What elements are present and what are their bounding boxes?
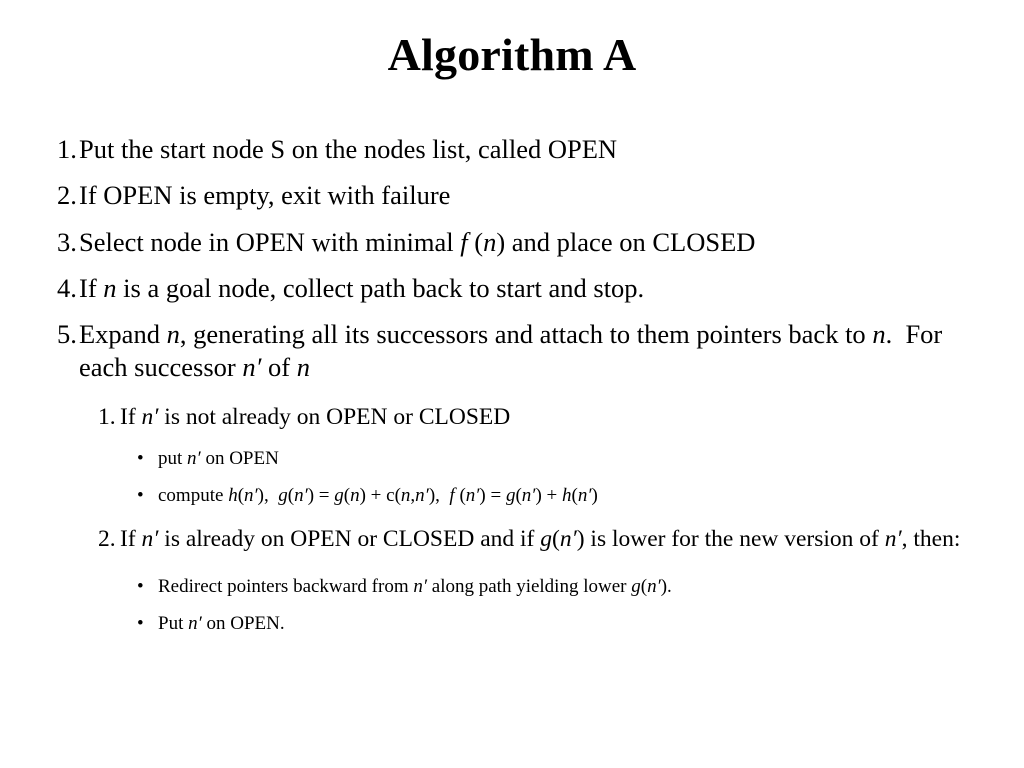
substep-text-1: If n′ is not already on OPEN or CLOSED bbox=[120, 403, 511, 430]
list-item-bullet-2-2: • Put n′ on OPEN. bbox=[57, 612, 987, 637]
bullet-icon: • bbox=[137, 612, 144, 634]
bullet-icon: • bbox=[137, 576, 144, 598]
bullet-text-1-2: compute h(n′), g(n′) = g(n) + c(n,n′), f… bbox=[158, 484, 598, 506]
bullet-icon: • bbox=[137, 448, 144, 470]
list-item-bullet-1-1: • put n′ on OPEN bbox=[57, 447, 987, 472]
list-item-step-3: 3.Select node in OPEN with minimal f (n)… bbox=[57, 226, 987, 259]
list-item-bullet-1-2: • compute h(n′), g(n′) = g(n) + c(n,n′), … bbox=[57, 484, 987, 509]
step-number-1: 1. bbox=[57, 134, 77, 164]
bullet-text-2-1: Redirect pointers backward from n′ along… bbox=[158, 576, 672, 598]
bullet-text-1-1: put n′ on OPEN bbox=[158, 448, 279, 470]
list-item-step-5: 5.Expand n, generating all its successor… bbox=[57, 318, 987, 385]
substep-number-1: 1. bbox=[98, 403, 116, 430]
list-item-step-2: 2.If OPEN is empty, exit with failure bbox=[57, 179, 987, 212]
list-item-step-1: 1.Put the start node S on the nodes list… bbox=[57, 133, 987, 166]
list-item-substep-2: 2.If n′ is already on OPEN or CLOSED and… bbox=[57, 525, 987, 555]
step-number-4: 4. bbox=[57, 272, 77, 303]
step-text-1: Put the start node S on the nodes list, … bbox=[79, 134, 618, 164]
step-text-5: Expand n, generating all its successors … bbox=[79, 319, 943, 383]
bullet-text-2-2: Put n′ on OPEN. bbox=[158, 612, 285, 634]
step-number-2: 2. bbox=[57, 180, 77, 211]
bullet-icon: • bbox=[137, 484, 144, 506]
step-number-3: 3. bbox=[57, 226, 77, 257]
substep-text-2: If n′ is already on OPEN or CLOSED and i… bbox=[120, 526, 961, 553]
step-number-5: 5. bbox=[57, 319, 77, 349]
list-item-substep-1: 1.If n′ is not already on OPEN or CLOSED bbox=[57, 403, 987, 433]
list-item-bullet-2-1: • Redirect pointers backward from n′ alon… bbox=[57, 575, 987, 600]
step-text-3: Select node in OPEN with minimal f (n) a… bbox=[79, 226, 756, 257]
page-title: Algorithm A bbox=[387, 29, 637, 80]
algorithm-step-list: 1.Put the start node S on the nodes list… bbox=[57, 133, 987, 636]
step-text-2: If OPEN is empty, exit with failure bbox=[79, 180, 451, 211]
list-item-step-4: 4.If n is a goal node, collect path back… bbox=[57, 272, 987, 305]
substep-number-2: 2. bbox=[98, 526, 116, 553]
step-text-4: If n is a goal node, collect path back t… bbox=[79, 272, 645, 303]
